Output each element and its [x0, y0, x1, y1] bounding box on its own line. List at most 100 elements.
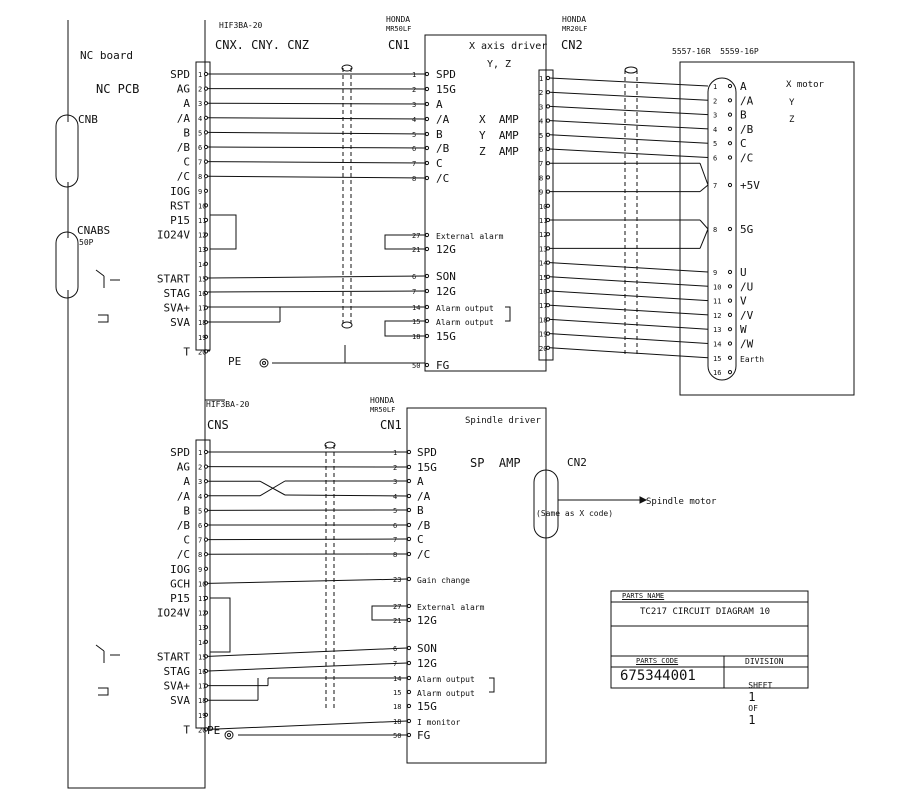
- x-amp-label: X AMP: [479, 113, 519, 126]
- cnx-pin-number: 17: [198, 305, 206, 313]
- motor-pin-number: 6: [713, 155, 717, 163]
- nc-board-outline: [67, 20, 225, 789]
- x-cn1-pin-number: 8: [412, 175, 416, 183]
- sp-cn1-signal-label: 15G: [417, 700, 437, 713]
- motor-pin: [727, 327, 733, 332]
- cnx-pin-number: 2: [198, 86, 202, 94]
- cnx-pin: [203, 115, 209, 120]
- x-driver-sub: Y, Z: [487, 59, 512, 70]
- x-cn1-signal-label: FG: [436, 359, 449, 372]
- x-cn2-label: CN2: [561, 38, 583, 52]
- cable-shield-end: [341, 321, 353, 329]
- sp-cn1-signal-label: 12G: [417, 614, 437, 627]
- motor-pin: [727, 155, 733, 160]
- x-cn1-pin-number: 18: [412, 333, 420, 341]
- x-cn1-signal-label: Alarm output: [436, 304, 494, 313]
- cns-pin: [203, 727, 209, 732]
- cns-to-sp-cn1-wire: [207, 538, 408, 541]
- x-cn1-pin: [424, 145, 430, 151]
- sp-p15-bracket: [210, 597, 231, 653]
- wire: [259, 480, 286, 497]
- sp-cn2-label: CN2: [567, 456, 587, 469]
- motor-signal-label: /C: [740, 152, 753, 165]
- x-cn2-pin-number: 6: [539, 146, 543, 154]
- cnx-signal-label: T: [183, 345, 190, 358]
- cns-pin-number: 12: [198, 610, 206, 618]
- sp-cn1-signal-label: /B: [417, 519, 431, 532]
- cnx-pin: [203, 247, 209, 252]
- cns-pin-number: 9: [198, 566, 202, 574]
- sp-cn1-pin-number: 15: [393, 689, 401, 697]
- start-wire: [207, 647, 408, 657]
- cable-shield: [342, 68, 352, 325]
- cns-pin: [203, 522, 209, 528]
- x-cn2-pin: [545, 217, 551, 223]
- x-cn1-pin-number: 50: [412, 362, 420, 370]
- cnx-signal-label: STAG: [164, 287, 191, 300]
- sp-cn1-pin: [406, 645, 412, 651]
- sp-cn1-signal-label: A: [417, 475, 424, 488]
- stag-wire: [207, 662, 408, 672]
- x-cn1-signal-label: 12G: [436, 285, 456, 298]
- cns-pin-number: 13: [198, 624, 206, 632]
- x-cn2-pin-number: 14: [539, 260, 547, 268]
- x-cn2-pin-number: 11: [539, 217, 547, 225]
- motor-pin: [727, 126, 733, 131]
- motor-signal-label: 5G: [740, 223, 753, 236]
- wiring-layer: [95, 64, 737, 740]
- cns-signal-label: C: [183, 534, 190, 547]
- cns-pin-number: 7: [198, 537, 202, 545]
- x-cn1-pin: [424, 116, 430, 122]
- cns-signal-label: B: [183, 504, 190, 517]
- motor-pin: [727, 269, 733, 275]
- cns-signal-label: P15: [170, 592, 190, 605]
- x-cn2-pin-number: 10: [539, 203, 547, 211]
- spindle-driver-box: [406, 407, 547, 764]
- cn2-to-motor-wire: [549, 91, 709, 101]
- sp-cn1-pin-number: 27: [393, 603, 401, 611]
- x-cn2-pin: [545, 274, 551, 279]
- cns-pin-number: 8: [198, 551, 202, 559]
- sheet-number: 1: [748, 690, 756, 704]
- sp-cn1-pin: [406, 536, 412, 542]
- start-wire: [207, 275, 426, 279]
- x-cn1-signal-label: C: [436, 157, 443, 170]
- sva-relay-icon: [98, 314, 109, 323]
- x-cn2-pin-number: 20: [539, 345, 547, 353]
- x-cn1-signal-label: A: [436, 98, 443, 111]
- x-cn2-model: MR20LF: [562, 25, 588, 33]
- sp-cn1-signal-label: Gain change: [417, 576, 470, 585]
- motor-shield-end: [624, 66, 638, 74]
- sheet-word: SHEET: [748, 681, 773, 690]
- cnx-pin-number: 4: [198, 115, 202, 123]
- cnabs-connector: [55, 231, 79, 299]
- cnx-pin: [203, 276, 209, 281]
- x-cn1-signal-label: External alarm: [436, 232, 504, 241]
- sp-cn1-pin: [406, 522, 412, 528]
- cns-pin: [203, 493, 209, 498]
- parts-name-label: PARTS NAME: [622, 592, 665, 600]
- sp-ext-alarm-loop: [371, 605, 407, 621]
- x-cn1-signal-label: 15G: [436, 83, 456, 96]
- sp-cn1-pin-number: 8: [393, 551, 397, 559]
- cnx-pin-number: 1: [198, 71, 202, 79]
- motor-pin: [727, 312, 733, 317]
- x-cn1-signal-label: 12G: [436, 243, 456, 256]
- spindle-note: (Same as X code): [536, 509, 614, 518]
- sheet-label: SHEET 1 OF 1: [729, 672, 772, 736]
- x-cn1-pin-number: 4: [412, 116, 416, 124]
- cns-pin: [203, 595, 209, 601]
- cnx-signal-label: C: [183, 156, 190, 169]
- cnx-pin-number: 7: [198, 159, 202, 167]
- cnx-to-x-cn1-wire: [207, 131, 426, 135]
- spindle-cn2-connector: [533, 469, 559, 539]
- cnx-to-x-cn1-wire: [207, 175, 426, 179]
- sp-cn1-pin-number: 7: [393, 536, 397, 544]
- x-cn2-pin: [545, 345, 551, 350]
- x-cn1-pin-number: 7: [412, 288, 416, 296]
- x-cn2-pin-number: 9: [539, 189, 543, 197]
- cnx-signal-label: A: [183, 97, 190, 110]
- motor-signal-label: A: [740, 80, 747, 93]
- sp-cn1-pin-number: 21: [393, 617, 401, 625]
